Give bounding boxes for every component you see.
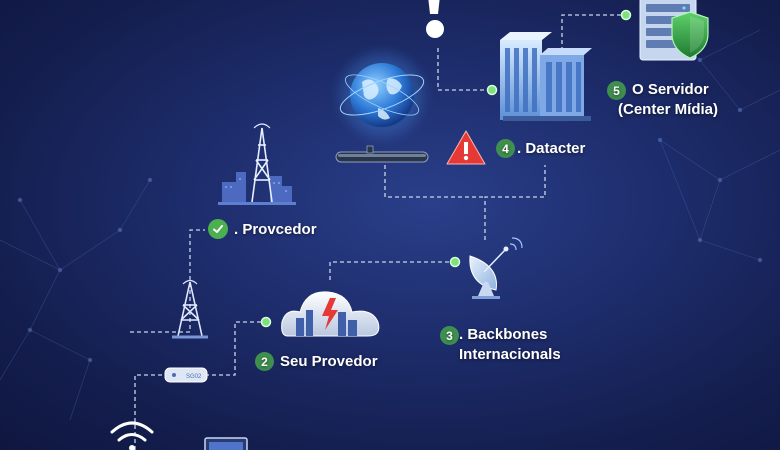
step-3-line1: Backbones [467, 326, 548, 343]
step-5-text: O Servidor (Center Mídia) [618, 80, 718, 120]
step-3-dot: . [459, 326, 464, 343]
step-4-label: 4 . Datacter [496, 139, 585, 158]
step-2-text: Seu Provedor [280, 353, 378, 370]
cell-tower-icon [172, 279, 208, 339]
step-2-label: 2 Seu Provedor [255, 352, 378, 371]
step-3-badge: 3 [440, 326, 459, 345]
city-tower-icon [218, 123, 296, 205]
step-4-text: . Datacter [517, 140, 586, 157]
step-5-badge: 5 [607, 81, 626, 100]
modem-icon: SG02 [164, 367, 208, 383]
warning-icon [446, 130, 486, 165]
check-icon [208, 219, 228, 239]
step-5-label: 5 O Servidor (Center Mídia) [607, 80, 718, 120]
provedor-label-text: . Provcedor [234, 220, 317, 238]
connector-lines [130, 14, 622, 450]
wifi-icon [110, 421, 154, 450]
lightning-icon [322, 298, 338, 330]
step-3-text: . Backbones Internacionals [459, 325, 561, 365]
datacenter-building-icon [500, 32, 592, 121]
step-provedor-label: . Provcedor [208, 219, 317, 239]
step-5-line1: O Servidor [632, 81, 709, 98]
step-5-line2: (Center Mídia) [618, 101, 719, 118]
step-3-label: 3 . Backbones Internacionals [440, 325, 561, 365]
submarine-cable-icon [335, 145, 429, 163]
globe-icon [339, 53, 425, 137]
step-4-badge: 4 [496, 139, 515, 158]
connector-nodes [260, 9, 632, 328]
laptop-icon [204, 437, 248, 450]
modem-text: SG02 [186, 374, 202, 380]
question-mark-icon [426, 0, 444, 38]
satellite-dish-icon [469, 237, 523, 299]
step-2-badge: 2 [255, 352, 274, 371]
step-3-line2: Internacionals [459, 346, 561, 363]
shield-icon [671, 11, 709, 59]
